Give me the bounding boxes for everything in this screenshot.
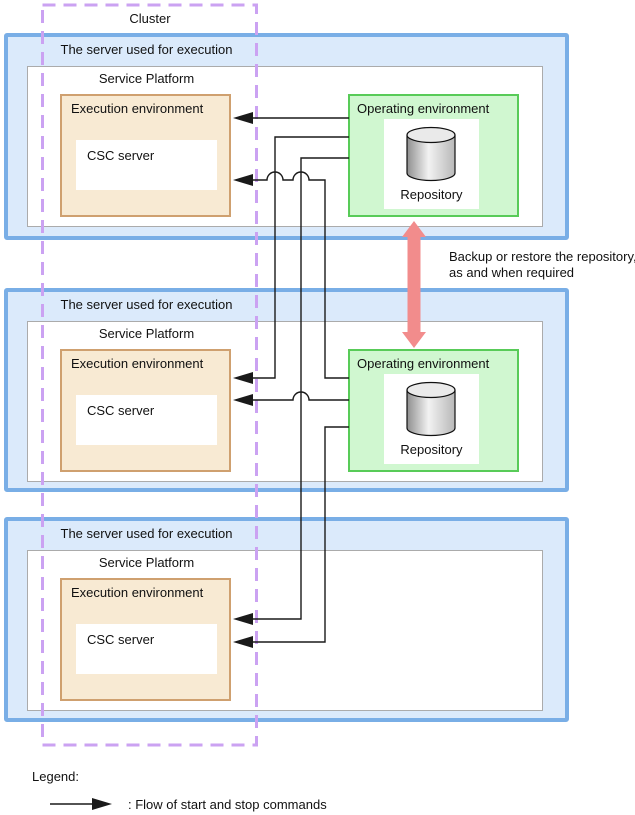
csc-server-2: CSC server [76, 395, 217, 445]
server-label: The server used for execution [60, 42, 233, 57]
legend-title: Legend: [32, 769, 79, 784]
repository-box-1: Repository [384, 119, 479, 209]
execution-environment-3: Execution environment CSC server [60, 578, 231, 701]
execution-environment-label: Execution environment [71, 101, 204, 116]
service-platform-label: Service Platform [98, 71, 195, 86]
repository-box-2: Repository [384, 374, 479, 464]
legend-arrowhead-icon [92, 798, 112, 810]
server-box-1: The server used for execution Service Pl… [4, 33, 569, 240]
operating-environment-label: Operating environment [357, 101, 490, 116]
repository-label: Repository [400, 187, 463, 202]
database-cylinder-icon [406, 126, 456, 182]
backup-note-line2: as and when required [449, 265, 575, 280]
backup-note: Backup or restore the repository, as and… [449, 249, 635, 281]
server-box-2: The server used for execution Service Pl… [4, 288, 569, 492]
backup-note-line1: Backup or restore the repository, [449, 249, 635, 264]
csc-server-3: CSC server [76, 624, 217, 674]
execution-environment-label: Execution environment [71, 585, 204, 600]
operating-environment-1: Operating environment Repo [348, 94, 519, 217]
repository-label: Repository [400, 442, 463, 457]
server-label: The server used for execution [60, 526, 233, 541]
csc-server-label: CSC server [87, 632, 155, 647]
server-label: The server used for execution [60, 297, 233, 312]
execution-environment-2: Execution environment CSC server [60, 349, 231, 472]
service-platform-label: Service Platform [98, 555, 195, 570]
csc-server-label: CSC server [87, 403, 155, 418]
cluster-label: Cluster [129, 11, 171, 26]
service-platform-label: Service Platform [98, 326, 195, 341]
legend-flow-label: : Flow of start and stop commands [128, 797, 327, 812]
csc-server-label: CSC server [87, 148, 155, 163]
operating-environment-2: Operating environment Repo [348, 349, 519, 472]
csc-server-1: CSC server [76, 140, 217, 190]
server-box-3: The server used for execution Service Pl… [4, 517, 569, 722]
execution-environment-1: Execution environment CSC server [60, 94, 231, 217]
service-platform-2: Service Platform Execution environment C… [27, 321, 543, 482]
operating-environment-label: Operating environment [357, 356, 490, 371]
service-platform-1: Service Platform Execution environment C… [27, 66, 543, 227]
service-platform-3: Service Platform Execution environment C… [27, 550, 543, 711]
database-cylinder-icon [406, 381, 456, 437]
execution-environment-label: Execution environment [71, 356, 204, 371]
